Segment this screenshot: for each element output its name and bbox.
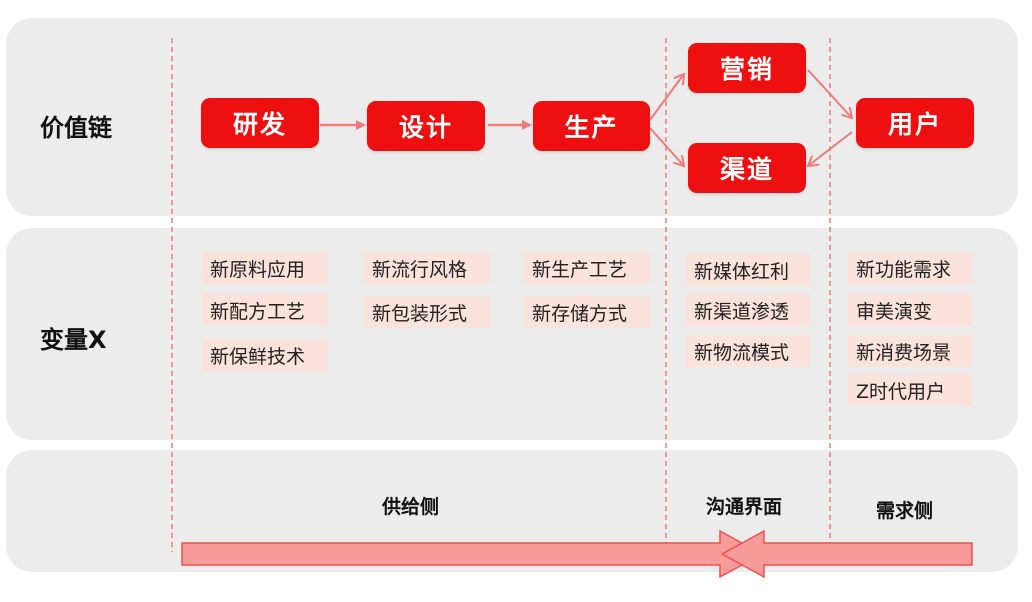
- node-user: 用户: [856, 98, 974, 148]
- tag-design-1: 新流行风格: [364, 252, 490, 284]
- tag-user-1: 新功能需求: [848, 252, 972, 284]
- tag-rnd-1: 新原料应用: [202, 252, 328, 284]
- row-label-value-chain: 价值链: [40, 114, 112, 142]
- tag-rnd-2: 新配方工艺: [202, 294, 328, 326]
- arrow-production-channel: [649, 127, 684, 166]
- tag-production-2: 新存储方式: [524, 296, 650, 328]
- tag-channel-1: 新媒体红利: [686, 254, 810, 286]
- supply-big-arrow: [181, 529, 764, 579]
- row-label-variable: 变量X: [40, 326, 107, 354]
- demand-big-arrow: [720, 529, 973, 579]
- tag-channel-2: 新渠道渗透: [686, 294, 810, 326]
- tag-design-2: 新包装形式: [364, 296, 490, 328]
- node-channel: 渠道: [688, 143, 806, 193]
- arrow-marketing-user: [807, 69, 852, 118]
- node-marketing: 营销: [688, 43, 806, 93]
- arrow-user-channel: [808, 131, 853, 166]
- label-demand-side: 需求侧: [876, 500, 934, 522]
- node-rnd: 研发: [201, 98, 319, 148]
- tag-production-1: 新生产工艺: [524, 252, 650, 284]
- tag-user-2: 审美演变: [848, 294, 972, 326]
- tag-user-4: Z时代用户: [848, 374, 972, 406]
- arrow-production-marketing: [649, 74, 684, 121]
- tag-channel-3: 新物流模式: [686, 335, 810, 367]
- tag-rnd-3: 新保鲜技术: [202, 339, 328, 371]
- label-interface: 沟通界面: [706, 496, 783, 518]
- label-supply-side: 供给侧: [382, 496, 440, 518]
- node-production: 生产: [533, 101, 650, 151]
- tag-user-3: 新消费场景: [848, 335, 972, 367]
- node-design: 设计: [367, 101, 485, 151]
